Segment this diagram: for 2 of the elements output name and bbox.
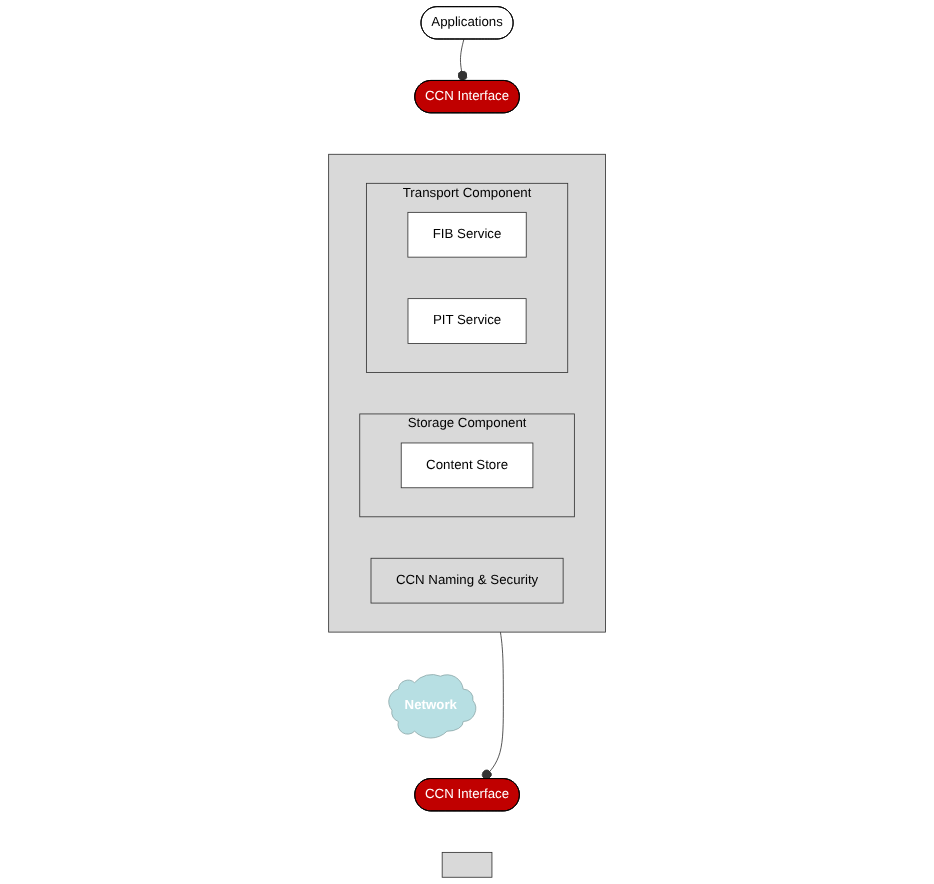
cluster [328, 153, 606, 633]
node-box [441, 852, 493, 878]
